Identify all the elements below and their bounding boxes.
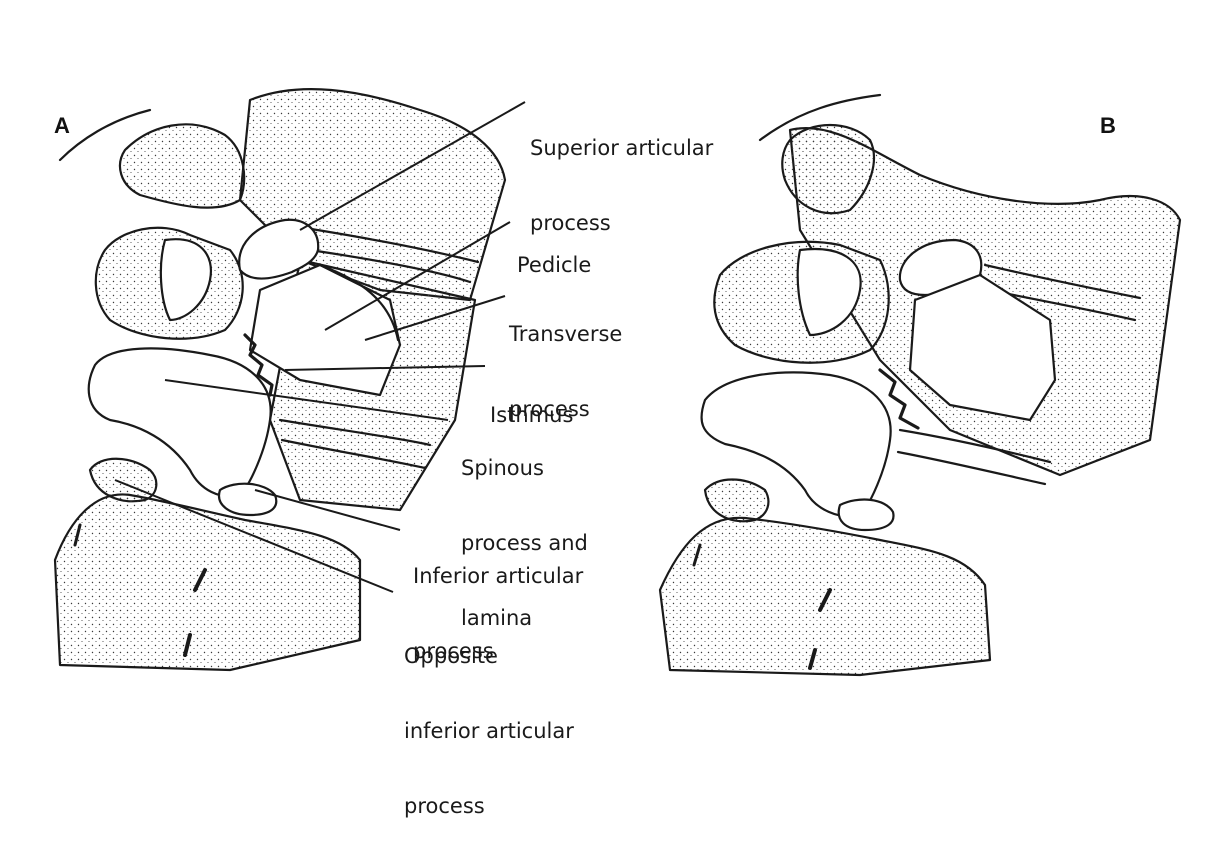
b-fracture xyxy=(878,368,920,430)
label-superior-articular-process: Superior articular process xyxy=(530,136,714,235)
lower-bone-mark-2 xyxy=(193,568,207,592)
b-inferior-articular xyxy=(837,498,895,532)
leader-isthmus xyxy=(284,365,486,371)
transverse-process-edge xyxy=(318,263,400,342)
label-isthmus: Isthmus xyxy=(490,403,574,427)
b-pedicle-block xyxy=(908,273,1057,422)
b-opposite-process xyxy=(703,478,770,523)
b-upper-edge xyxy=(758,93,882,142)
leader-inferior xyxy=(254,489,401,531)
panel-b-drawing xyxy=(658,93,1182,677)
disc-line-4 xyxy=(280,438,427,470)
vertebra-illustration xyxy=(53,88,1182,677)
upper-left-process xyxy=(118,123,246,209)
leader-lines xyxy=(114,101,526,593)
b-lower-mark-3 xyxy=(808,648,817,670)
disc-line-3 xyxy=(278,418,432,447)
panel-label-a: A xyxy=(54,113,70,138)
leader-pedicle xyxy=(324,221,511,331)
b-disc-line-3 xyxy=(898,428,1052,464)
lower-left-bone xyxy=(53,493,362,672)
b-mid-notch xyxy=(796,247,862,337)
lower-bone-mark-3 xyxy=(183,633,192,657)
b-disc-line-4 xyxy=(896,450,1047,486)
upper-left-edge xyxy=(58,108,152,162)
inferior-articular-process-shape xyxy=(217,482,278,517)
leader-superior xyxy=(299,101,526,231)
leader-opposite xyxy=(114,479,394,593)
b-disc-line-1 xyxy=(983,263,1142,300)
leader-spinous xyxy=(164,379,449,421)
b-lower-mark-2 xyxy=(818,588,832,612)
isthmus-fracture xyxy=(243,333,274,397)
leader-transverse xyxy=(364,295,506,341)
label-transverse-process: Transverse process xyxy=(509,322,623,421)
label-pedicle: Pedicle xyxy=(517,253,592,277)
b-upper-left-process xyxy=(781,123,875,215)
lower-bone-mark-1 xyxy=(73,523,82,547)
disc-line-2 xyxy=(308,248,472,284)
b-lower-mark-1 xyxy=(692,543,702,567)
label-inferior-articular-process: Inferior articular process xyxy=(413,564,584,663)
label-spinous-process-and-lamina: Spinous process and lamina xyxy=(461,456,588,630)
label-opposite-inferior-articular-process: Opposite inferior articular process xyxy=(404,644,574,818)
disc-line-1 xyxy=(303,226,480,264)
panel-a-drawing xyxy=(53,88,507,672)
left-mid-notch xyxy=(159,238,212,322)
panel-label-b: B xyxy=(1100,113,1116,138)
superior-articular-process-shape xyxy=(238,218,320,280)
